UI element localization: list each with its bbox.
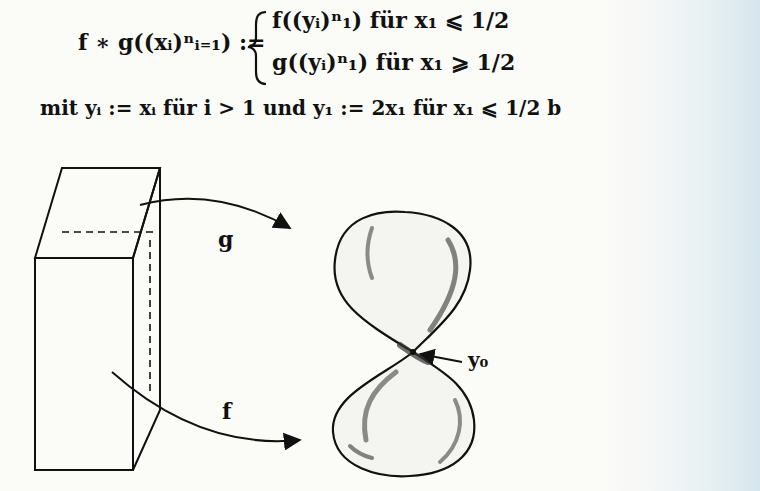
cube: [35, 168, 160, 470]
formula-case: g((yᵢ)ⁿ₁) für x₁ ⩾ 1/2: [272, 49, 515, 75]
formula-line: mit yᵢ := xᵢ für i > 1 und y₁ := 2x₁ für…: [40, 96, 561, 120]
scan-tint: [600, 0, 760, 491]
map-arrow: [140, 199, 290, 228]
point-label: y₀: [468, 348, 488, 372]
formula-case: f((yᵢ)ⁿ₁) für x₁ ⩽ 1/2: [272, 7, 509, 33]
dividing-plane: [62, 232, 158, 392]
map-arrow: [112, 372, 300, 441]
map-name: g: [218, 226, 233, 252]
leader-arrow: [420, 354, 462, 362]
map-name: f: [222, 398, 231, 424]
figure-eight: [333, 212, 474, 477]
formula-head: f ∗ g((xᵢ)ⁿᵢ₌₁) :=: [78, 29, 266, 55]
